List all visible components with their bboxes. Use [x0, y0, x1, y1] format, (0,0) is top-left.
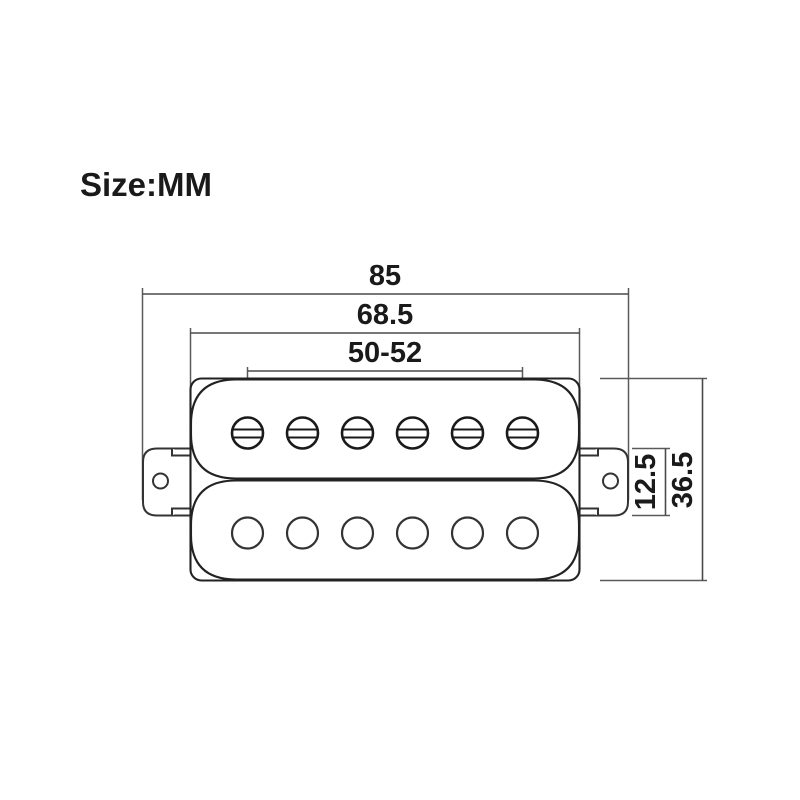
- screw-pole-5: [450, 416, 485, 450]
- left-mounting-tab: [142, 447, 192, 517]
- screw-pole-1: [230, 416, 265, 450]
- size-unit-title: Size:MM: [80, 166, 212, 203]
- slug-pole-1: [230, 516, 265, 550]
- extension-lines-horizontal: [600, 377, 707, 582]
- screw-pole-circle: [450, 416, 485, 450]
- slug-pole-5: [450, 516, 485, 550]
- slug-pole-6: [505, 516, 540, 550]
- screw-pole-circle: [340, 416, 375, 450]
- bottom-coil-bobbin: [189, 479, 581, 581]
- screw-pole-6: [505, 416, 540, 450]
- dim-label-overall-width: 85: [369, 260, 401, 292]
- right-tab-screw-hole: [602, 472, 619, 490]
- slug-pole-row: [230, 516, 540, 550]
- right-mounting-tab: [578, 447, 629, 517]
- dimension-lines-vertical: [664, 378, 704, 581]
- dimension-lines-horizontal: [142, 293, 629, 372]
- screw-pole-circle: [285, 416, 320, 450]
- right-tab-notch-bottom: [579, 507, 599, 516]
- screw-pole-circle: [230, 416, 265, 450]
- right-tab-notch-top: [579, 448, 599, 457]
- slug-pole-4: [395, 516, 430, 550]
- dim-label-tab-height: 12.5: [630, 454, 662, 510]
- dim-label-baseplate-width: 68.5: [357, 299, 413, 331]
- screw-pole-2: [285, 416, 320, 450]
- dim-label-pole-spacing: 50-52: [348, 337, 422, 369]
- screw-pole-3: [340, 416, 375, 450]
- screw-pole-4: [395, 416, 430, 450]
- screw-pole-row: [230, 416, 540, 450]
- left-tab-notch-top: [171, 448, 191, 457]
- slug-pole-3: [340, 516, 375, 550]
- screw-pole-circle: [505, 416, 540, 450]
- left-tab-screw-hole: [152, 472, 169, 490]
- top-coil-bobbin: [189, 378, 581, 480]
- left-tab-notch-bottom: [171, 507, 191, 516]
- dim-label-overall-height: 36.5: [667, 452, 699, 508]
- slug-pole-2: [285, 516, 320, 550]
- screw-pole-circle: [395, 416, 430, 450]
